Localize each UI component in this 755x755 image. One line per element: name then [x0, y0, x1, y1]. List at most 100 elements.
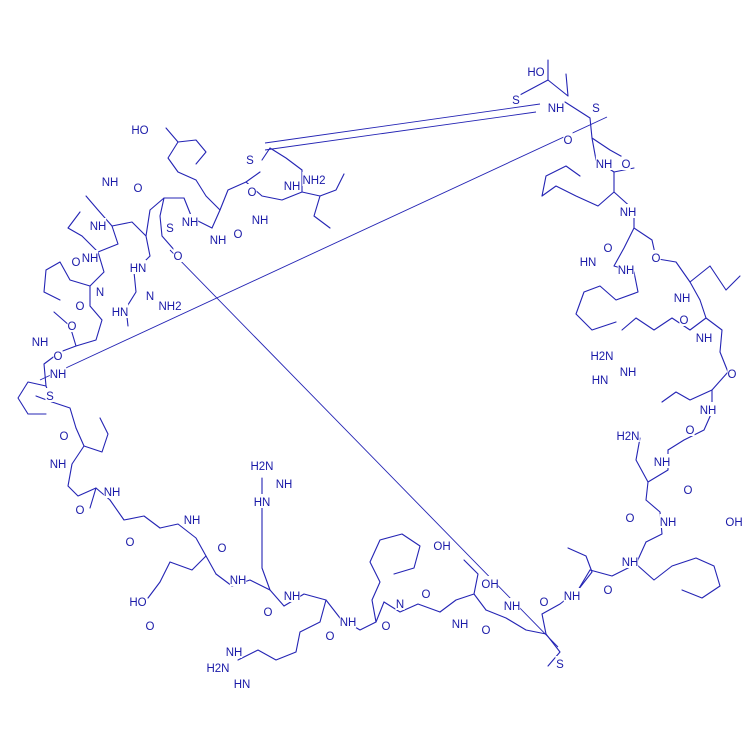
atom-label-halo	[683, 482, 693, 496]
bond-chain	[613, 191, 657, 259]
atom-label-text: NH	[564, 591, 581, 603]
bond-chain	[109, 499, 161, 529]
bond-chain	[661, 389, 713, 403]
atom-label-halo	[695, 330, 713, 344]
atom-label-text: O	[68, 321, 77, 333]
atom-label-text: H2N	[250, 461, 273, 473]
atom-label-text: HN	[112, 307, 129, 319]
atom-label-halo	[283, 588, 301, 602]
atom-label-halo	[158, 298, 182, 312]
atom-label-halo	[451, 616, 469, 630]
atom-label-text: H2N	[206, 663, 229, 675]
atom-label-text: O	[126, 537, 135, 549]
atom-label-text: O	[54, 351, 63, 363]
atom-label-n: N	[395, 596, 405, 611]
atom-label-nh: NH	[184, 512, 200, 527]
atom-label-o: O	[683, 482, 693, 497]
atom-label-nh: NH	[82, 250, 99, 265]
bond-chain	[711, 351, 729, 413]
atom-label-oh: OH	[433, 538, 451, 553]
bond-chain	[111, 221, 151, 257]
atom-label-text: O	[60, 431, 69, 443]
atom-label-halo	[591, 100, 601, 114]
atom-label-o: O	[603, 240, 613, 255]
atom-label-o: O	[325, 628, 335, 643]
atom-label-o: O	[539, 594, 549, 609]
atom-label-text: HN	[592, 375, 609, 387]
atom-label-text: NH2	[158, 301, 181, 313]
atom-label-halo	[547, 100, 565, 114]
atom-label-halo	[133, 180, 143, 194]
atom-label-nh: NH	[229, 572, 247, 587]
atom-label-halo	[619, 204, 637, 218]
bond-chain	[651, 257, 701, 301]
atom-label-text: O	[234, 229, 243, 241]
atom-label-halo	[651, 250, 661, 264]
atom-label-text: NH	[700, 405, 717, 417]
atom-label-text: HN	[130, 263, 147, 275]
atom-label-s: S	[165, 220, 175, 235]
atom-label-text: NH	[596, 159, 613, 171]
atom-label-n: N	[95, 284, 105, 299]
atom-label-h2n: H2N	[616, 428, 640, 443]
atom-label-nh: NH	[226, 644, 243, 659]
atom-label-halo	[679, 312, 689, 326]
bond-chain	[67, 427, 85, 487]
atom-label-hn: HN	[112, 304, 129, 319]
atom-label-nh: NH	[283, 588, 301, 603]
atom-label-oh: OH	[481, 576, 499, 591]
atom-label-halo	[129, 260, 147, 274]
atom-label-text: O	[218, 543, 227, 555]
atom-label-text: O	[264, 607, 273, 619]
atom-label-text: NH	[210, 235, 227, 247]
atom-label-text: OH	[433, 541, 450, 553]
atom-label-nh: NH	[284, 178, 300, 193]
atom-label-text: S	[46, 391, 54, 403]
bond-chain	[621, 317, 707, 331]
atom-label-halo	[145, 618, 155, 632]
atom-label-halo	[229, 572, 247, 586]
atom-label-halo	[129, 594, 147, 608]
atom-label-halo	[621, 554, 639, 568]
atom-label-nh: NH	[32, 334, 49, 349]
atom-label-text: NH	[226, 647, 243, 659]
atom-label-halo	[539, 594, 549, 608]
atom-label-halo	[247, 184, 257, 198]
atom-label-text: NH	[276, 479, 293, 491]
bond-chain	[43, 311, 77, 387]
atom-label-halo	[621, 156, 631, 170]
atom-label-text: HN	[254, 497, 271, 509]
atom-label-nh: NH	[619, 204, 637, 219]
atom-label-nh: NH	[660, 514, 676, 529]
bond-chain	[301, 173, 345, 197]
atom-label-text: H2N	[616, 431, 639, 443]
atom-label-text: O	[248, 187, 257, 199]
atom-label-nh: NH	[181, 214, 199, 229]
atom-label-o: O	[603, 582, 613, 597]
bond-chain	[463, 559, 479, 595]
atom-label-halo	[253, 494, 271, 508]
atom-label-halo	[579, 254, 597, 268]
atom-label-halo	[59, 428, 69, 442]
atom-label-text: HO	[131, 125, 148, 137]
atom-label-nh: NH	[50, 366, 66, 381]
atom-label-text: O	[604, 585, 613, 597]
atom-label-halo	[555, 656, 565, 670]
atom-label-text: O	[684, 485, 693, 497]
atom-label-text: NH	[32, 337, 49, 349]
atom-label-halo	[563, 132, 573, 146]
atom-label-halo	[233, 676, 251, 690]
atom-label-text: NH	[102, 177, 119, 189]
atom-label-text: NH	[90, 221, 107, 233]
atom-label-halo	[619, 364, 637, 378]
atom-label-text: NH	[82, 253, 99, 265]
atom-label-halo	[71, 254, 81, 268]
atom-label-text: OH	[725, 517, 742, 529]
atom-label-text: O	[482, 625, 491, 637]
atom-label-text: HO	[527, 67, 544, 79]
atom-label-hn: HN	[233, 676, 251, 691]
atom-label-halo	[181, 214, 199, 228]
atom-label-nh: NH	[451, 616, 469, 631]
atom-label-o: O	[625, 510, 635, 525]
